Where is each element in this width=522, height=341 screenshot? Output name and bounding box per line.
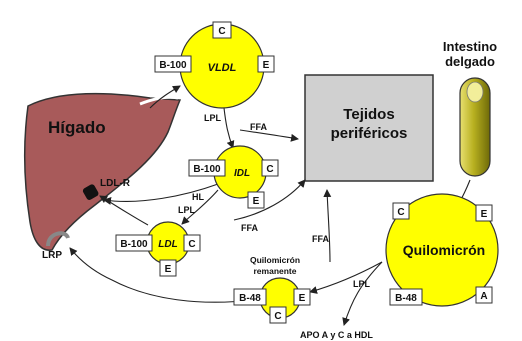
idl-label: IDL [234,168,250,179]
chylomicron-apo-b48: B-48 [389,288,423,306]
hl-label: HL [192,192,204,202]
lpl-idl-label: LPL [178,205,196,215]
arrow-vldl-ffa-to-tissue [239,129,299,142]
pathway-arrows [69,85,471,326]
arrow-remnant-to-liver-lrp [69,247,255,303]
chylomicron-remnant-particle: Quilomicrón remanente B-48 E C [233,255,311,324]
idl-apo-e: E [247,191,265,209]
lrp-receptor-label: LRP [42,250,62,261]
svg-text:A: A [480,291,487,302]
intestine-tube [459,77,491,177]
ffa-idl-label: FFA [241,223,258,233]
liver-label: Hígado [48,118,106,137]
peripheral-tissues-box [304,74,434,182]
remnant-apo-e: E [293,288,311,306]
ffa-vldl-label: FFA [250,122,267,132]
lrp-receptor-icon [46,231,70,247]
vldl-apo-e: E [257,55,275,73]
arrow-quilo-apo-to-hdl [342,261,383,326]
chylomicron-particle: Quilomicrón C E B-48 A [385,193,499,307]
svg-text:B-48: B-48 [395,293,417,304]
ldl-apo-c: C [183,234,201,252]
svg-text:E: E [263,60,270,71]
ldl-receptor: LDL-R [82,178,131,200]
ldl-receptor-label: LDL-R [100,178,131,189]
arrow-idl-to-liver [103,183,219,205]
svg-text:C: C [218,26,225,37]
arrow-quilo-ffa-to-tissue [323,189,332,263]
arrow-liver-to-vldl [149,85,181,109]
ldl-apo-b100: B-100 [115,234,153,252]
svg-text:B-100: B-100 [120,239,148,250]
peripheral-tissues: Tejidos periféricos [304,74,434,182]
svg-text:E: E [481,209,488,220]
intestine-label-1: Intestino [443,39,497,54]
vldl-label: VLDL [208,62,237,74]
svg-text:B-48: B-48 [239,293,261,304]
svg-text:E: E [165,264,172,275]
svg-text:B-100: B-100 [159,60,187,71]
chylomicron-apo-a: A [475,286,493,304]
ldl-label: LDL [158,239,177,250]
svg-text:B-100: B-100 [193,164,221,175]
apo-hdl-label: APO A y C a HDL [300,330,373,340]
svg-text:C: C [274,311,281,322]
hepatic-vessel [139,95,179,106]
intestine-lumen [466,81,484,103]
chylomicron-label: Quilomicrón [403,242,485,258]
arrow-idl-ffa-to-tissue [233,179,306,221]
idl-particle: IDL B-100 C E [188,145,279,209]
arrow-idl-to-ldl [181,189,219,225]
remnant-label-1: Quilomicrón [250,255,300,265]
lrp-receptor: LRP [42,231,70,261]
svg-text:C: C [188,239,195,250]
arrow-ldl-to-receptor [99,195,149,226]
lpl-vldl-label: LPL [204,113,222,123]
arrow-quilo-to-remnant [309,261,383,294]
small-intestine: Intestino delgado [443,39,497,177]
arrow-vldl-to-idl [223,107,235,149]
ffa-quilo-label: FFA [312,234,329,244]
ldl-apo-e: E [159,259,177,277]
vldl-apo-c: C [212,21,232,39]
chylomicron-apo-c: C [392,202,410,220]
ldl-receptor-icon [82,184,99,200]
idl-apo-b100: B-100 [188,159,226,177]
vldl-apo-b100: B-100 [154,55,192,73]
chylomicron-core [385,193,499,307]
peripheral-tissues-label-1: Tejidos [343,106,394,123]
intestine-label-2: delgado [445,54,495,69]
svg-text:C: C [397,207,404,218]
svg-text:E: E [299,293,306,304]
ldl-particle: LDL B-100 C E [115,221,201,277]
svg-text:C: C [266,164,273,175]
vldl-particle: VLDL C B-100 E [154,21,275,109]
flow-labels: LPL FFA HL LPL FFA FFA LPL APO A y C a H… [178,113,373,340]
remnant-apo-b48: B-48 [233,288,267,306]
lpl-quilo-label: LPL [353,279,371,289]
svg-text:E: E [253,196,260,207]
remnant-label-2: remanente [254,266,297,276]
remnant-apo-c: C [269,306,287,324]
idl-apo-c: C [261,159,279,177]
chylomicron-apo-e: E [475,204,493,222]
peripheral-tissues-label-2: periféricos [331,125,408,142]
